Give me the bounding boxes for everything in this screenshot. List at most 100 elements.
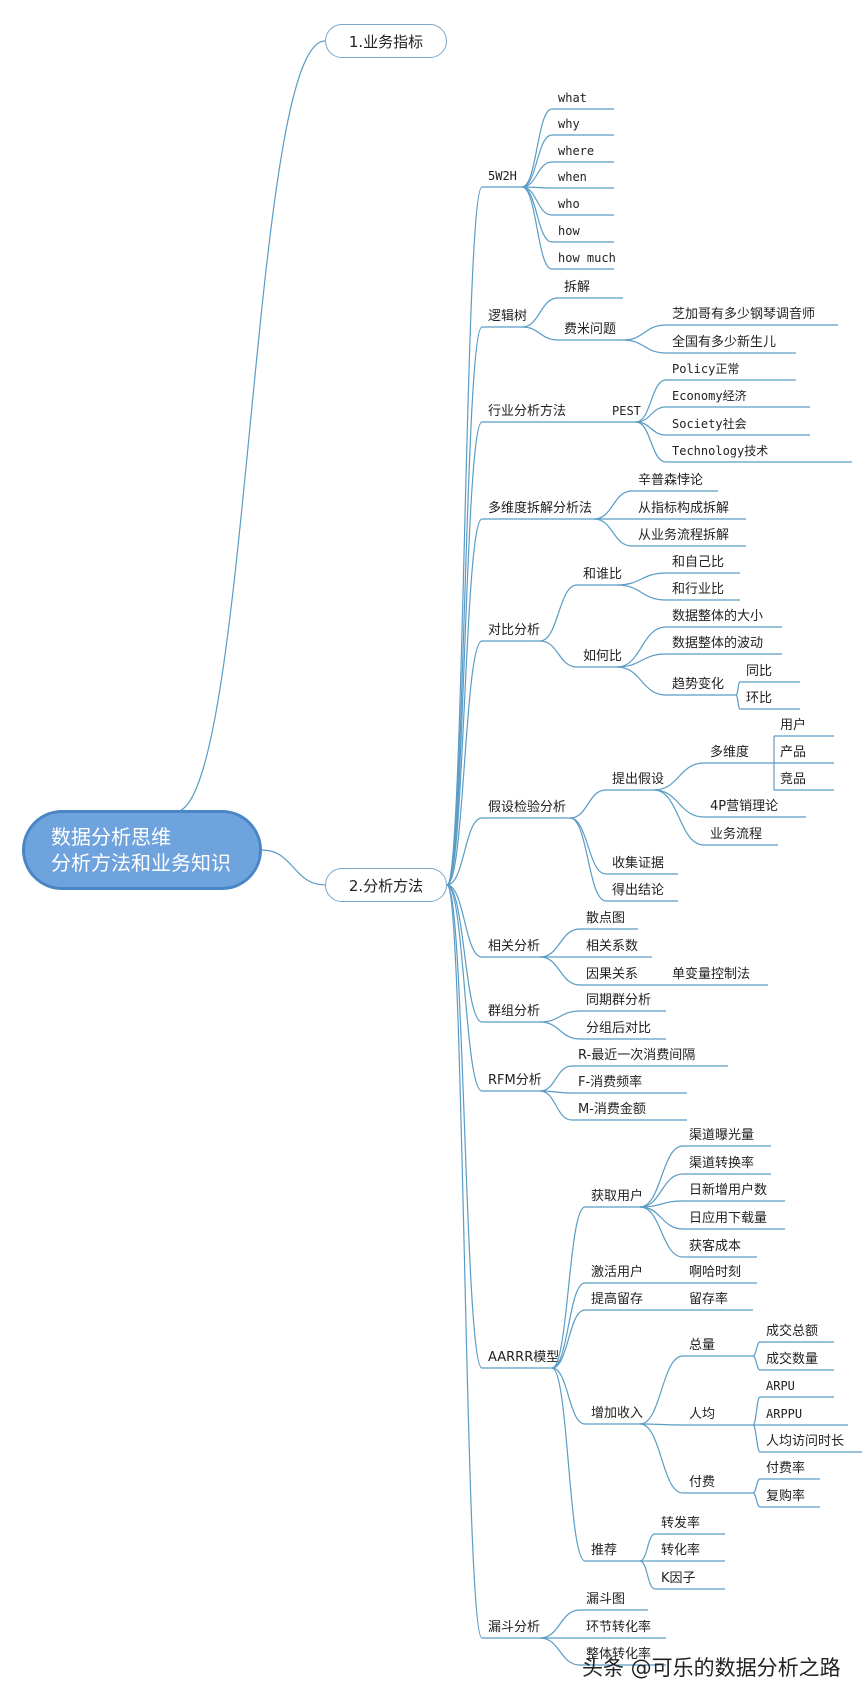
sub-node-9-4[interactable]: 推荐: [591, 1543, 617, 1558]
leaf-node-1-1-0[interactable]: 芝加哥有多少钢琴调音师: [672, 306, 815, 322]
leaf-node-5-0-0-0[interactable]: 用户: [780, 717, 806, 733]
branch-analysis-methods[interactable]: 2.分析方法: [325, 868, 447, 902]
method-node-3[interactable]: 多维度拆解分析法: [488, 500, 592, 516]
method-node-7[interactable]: 群组分析: [488, 1004, 540, 1019]
sub-node-7-1[interactable]: 分组后对比: [586, 1021, 651, 1036]
leaf-node-9-0-1[interactable]: 渠道转换率: [689, 1155, 754, 1171]
connector-l4-9-0-3: [639, 1206, 684, 1230]
sub-node-6-0[interactable]: 散点图: [586, 911, 625, 926]
sub-node-6-1[interactable]: 相关系数: [586, 939, 638, 954]
leaf-node-9-3-1-0[interactable]: ARPU: [766, 1379, 795, 1393]
connector-l4-1-1-0: [622, 324, 667, 341]
leaf-node-2-0-2[interactable]: Society社会: [672, 416, 747, 431]
leaf-node-9-1-0[interactable]: 啊哈时刻: [689, 1265, 741, 1280]
leaf-node-9-4-0[interactable]: 转发率: [661, 1515, 700, 1531]
leaf-node-2-0-1[interactable]: Economy经济: [672, 388, 747, 403]
leaf-node-9-3-1-1[interactable]: ARPPU: [766, 1407, 802, 1421]
leaf-node-5-0-0-1[interactable]: 产品: [780, 745, 806, 760]
leaf-node-9-2-0[interactable]: 留存率: [689, 1291, 728, 1307]
sub-node-4-0[interactable]: 和谁比: [583, 567, 622, 582]
sub-node-9-0[interactable]: 获取用户: [591, 1188, 643, 1204]
leaf-node-4-0-1[interactable]: 和行业比: [672, 582, 724, 597]
leaf-node-5-0-1[interactable]: 4P营销理论: [710, 799, 778, 814]
leaf-node-4-1-2[interactable]: 趋势变化: [672, 676, 724, 692]
leaf-node-9-0-3[interactable]: 日应用下载量: [689, 1210, 767, 1226]
leaf-node-9-0-2[interactable]: 日新增用户数: [689, 1182, 767, 1198]
leaf-node-4-1-2-1[interactable]: 环比: [746, 691, 772, 706]
sub-node-5-0[interactable]: 提出假设: [612, 771, 664, 787]
sub-node-9-3[interactable]: 增加收入: [591, 1406, 643, 1421]
leaf-node-9-3-2[interactable]: 付费: [689, 1475, 715, 1490]
sub-node-10-1[interactable]: 环节转化率: [586, 1619, 651, 1635]
connector-l3-0-0: [521, 108, 553, 188]
sub-node-0-6[interactable]: how much: [558, 251, 616, 265]
root-node[interactable]: 数据分析思维 分析方法和业务知识: [22, 810, 262, 890]
sub-node-0-4[interactable]: who: [558, 197, 580, 211]
leaf-node-1-1-1[interactable]: 全国有多少新生儿: [672, 334, 776, 350]
leaf-node-9-3-0-1[interactable]: 成交数量: [766, 1351, 818, 1367]
sub-node-3-2[interactable]: 从业务流程拆解: [638, 527, 729, 543]
method-node-1[interactable]: 逻辑树: [488, 309, 527, 324]
method-node-0[interactable]: 5W2H: [488, 169, 517, 183]
leaf-node-4-1-0[interactable]: 数据整体的大小: [672, 608, 763, 624]
leaf-node-6-2-0[interactable]: 单变量控制法: [672, 966, 750, 982]
connector-l3-0-6: [521, 186, 553, 270]
sub-node-3-0[interactable]: 辛普森悖论: [638, 473, 703, 488]
sub-node-6-2[interactable]: 因果关系: [586, 967, 638, 982]
sub-node-9-2[interactable]: 提高留存: [591, 1291, 643, 1307]
leaf-node-5-0-0-2[interactable]: 竞品: [780, 771, 806, 787]
sub-node-5-1[interactable]: 收集证据: [612, 855, 664, 871]
leaf-node-2-0-3[interactable]: Technology技术: [672, 444, 768, 458]
sub-node-2-0[interactable]: PEST: [612, 404, 641, 418]
branch-business-metrics[interactable]: 1.业务指标: [325, 24, 447, 58]
leaf-node-5-0-2[interactable]: 业务流程: [710, 826, 762, 842]
leaf-node-9-3-2-1[interactable]: 复购率: [766, 1488, 805, 1504]
method-node-9[interactable]: AARRR模型: [488, 1350, 559, 1365]
sub-node-7-0[interactable]: 同期群分析: [586, 993, 651, 1008]
sub-node-3-1[interactable]: 从指标构成拆解: [638, 501, 729, 516]
sub-node-10-0[interactable]: 漏斗图: [586, 1591, 625, 1607]
sub-node-0-0[interactable]: what: [558, 91, 587, 105]
sub-node-0-5[interactable]: how: [558, 224, 580, 238]
leaf-node-9-0-4[interactable]: 获客成本: [689, 1238, 741, 1254]
sub-node-9-1[interactable]: 激活用户: [591, 1264, 643, 1280]
sub-node-8-2[interactable]: M-消费金额: [578, 1101, 646, 1117]
sub-node-10-2[interactable]: 整体转化率: [586, 1646, 651, 1662]
leaf-node-5-0-0[interactable]: 多维度: [710, 744, 749, 760]
method-node-5[interactable]: 假设检验分析: [488, 799, 566, 815]
connector-l2-3: [446, 518, 483, 886]
sub-node-5-2[interactable]: 得出结论: [612, 882, 664, 898]
leaf-node-9-3-1[interactable]: 人均: [689, 1407, 715, 1422]
leaf-node-2-0-0[interactable]: Policy正常: [672, 362, 739, 376]
leaf-node-9-3-0[interactable]: 总量: [689, 1338, 715, 1353]
sub-node-1-1[interactable]: 费米问题: [564, 322, 616, 337]
method-node-8[interactable]: RFM分析: [488, 1073, 542, 1088]
leaf-node-4-1-1[interactable]: 数据整体的波动: [672, 635, 763, 651]
leaf-node-4-1-2-0[interactable]: 同比: [746, 664, 772, 679]
method-node-10[interactable]: 漏斗分析: [488, 1619, 540, 1635]
connector-l3-6-0: [539, 928, 581, 958]
connector-l3-9-2: [551, 1309, 586, 1369]
leaf-node-9-4-2[interactable]: K因子: [661, 1571, 696, 1586]
sub-node-8-1[interactable]: F-消费频率: [578, 1074, 642, 1090]
leaf-node-9-3-0-0[interactable]: 成交总额: [766, 1323, 818, 1339]
sub-node-4-1[interactable]: 如何比: [583, 648, 622, 664]
leaf-node-4-0-0[interactable]: 和自己比: [672, 555, 724, 570]
sub-node-0-2[interactable]: where: [558, 144, 594, 158]
root-title-line1: 数据分析思维: [51, 825, 171, 849]
connector-l3-5-0: [569, 789, 607, 819]
connector-l2-9: [446, 884, 483, 1369]
sub-node-1-0[interactable]: 拆解: [564, 280, 590, 295]
connector-l2-6: [446, 884, 483, 958]
sub-node-0-3[interactable]: when: [558, 170, 587, 184]
sub-node-0-1[interactable]: why: [558, 117, 580, 131]
method-node-4[interactable]: 对比分析: [488, 623, 540, 638]
leaf-node-9-3-2-0[interactable]: 付费率: [766, 1460, 805, 1476]
leaf-node-9-0-0[interactable]: 渠道曝光量: [689, 1128, 754, 1143]
sub-node-8-0[interactable]: R-最近一次消费间隔: [578, 1047, 695, 1063]
leaf-node-9-4-1[interactable]: 转化率: [661, 1542, 700, 1558]
leaf-node-9-3-1-2[interactable]: 人均访问时长: [766, 1434, 844, 1449]
connector-l3-10-2: [539, 1637, 581, 1666]
method-node-2[interactable]: 行业分析方法: [488, 403, 566, 419]
method-node-6[interactable]: 相关分析: [488, 939, 540, 954]
